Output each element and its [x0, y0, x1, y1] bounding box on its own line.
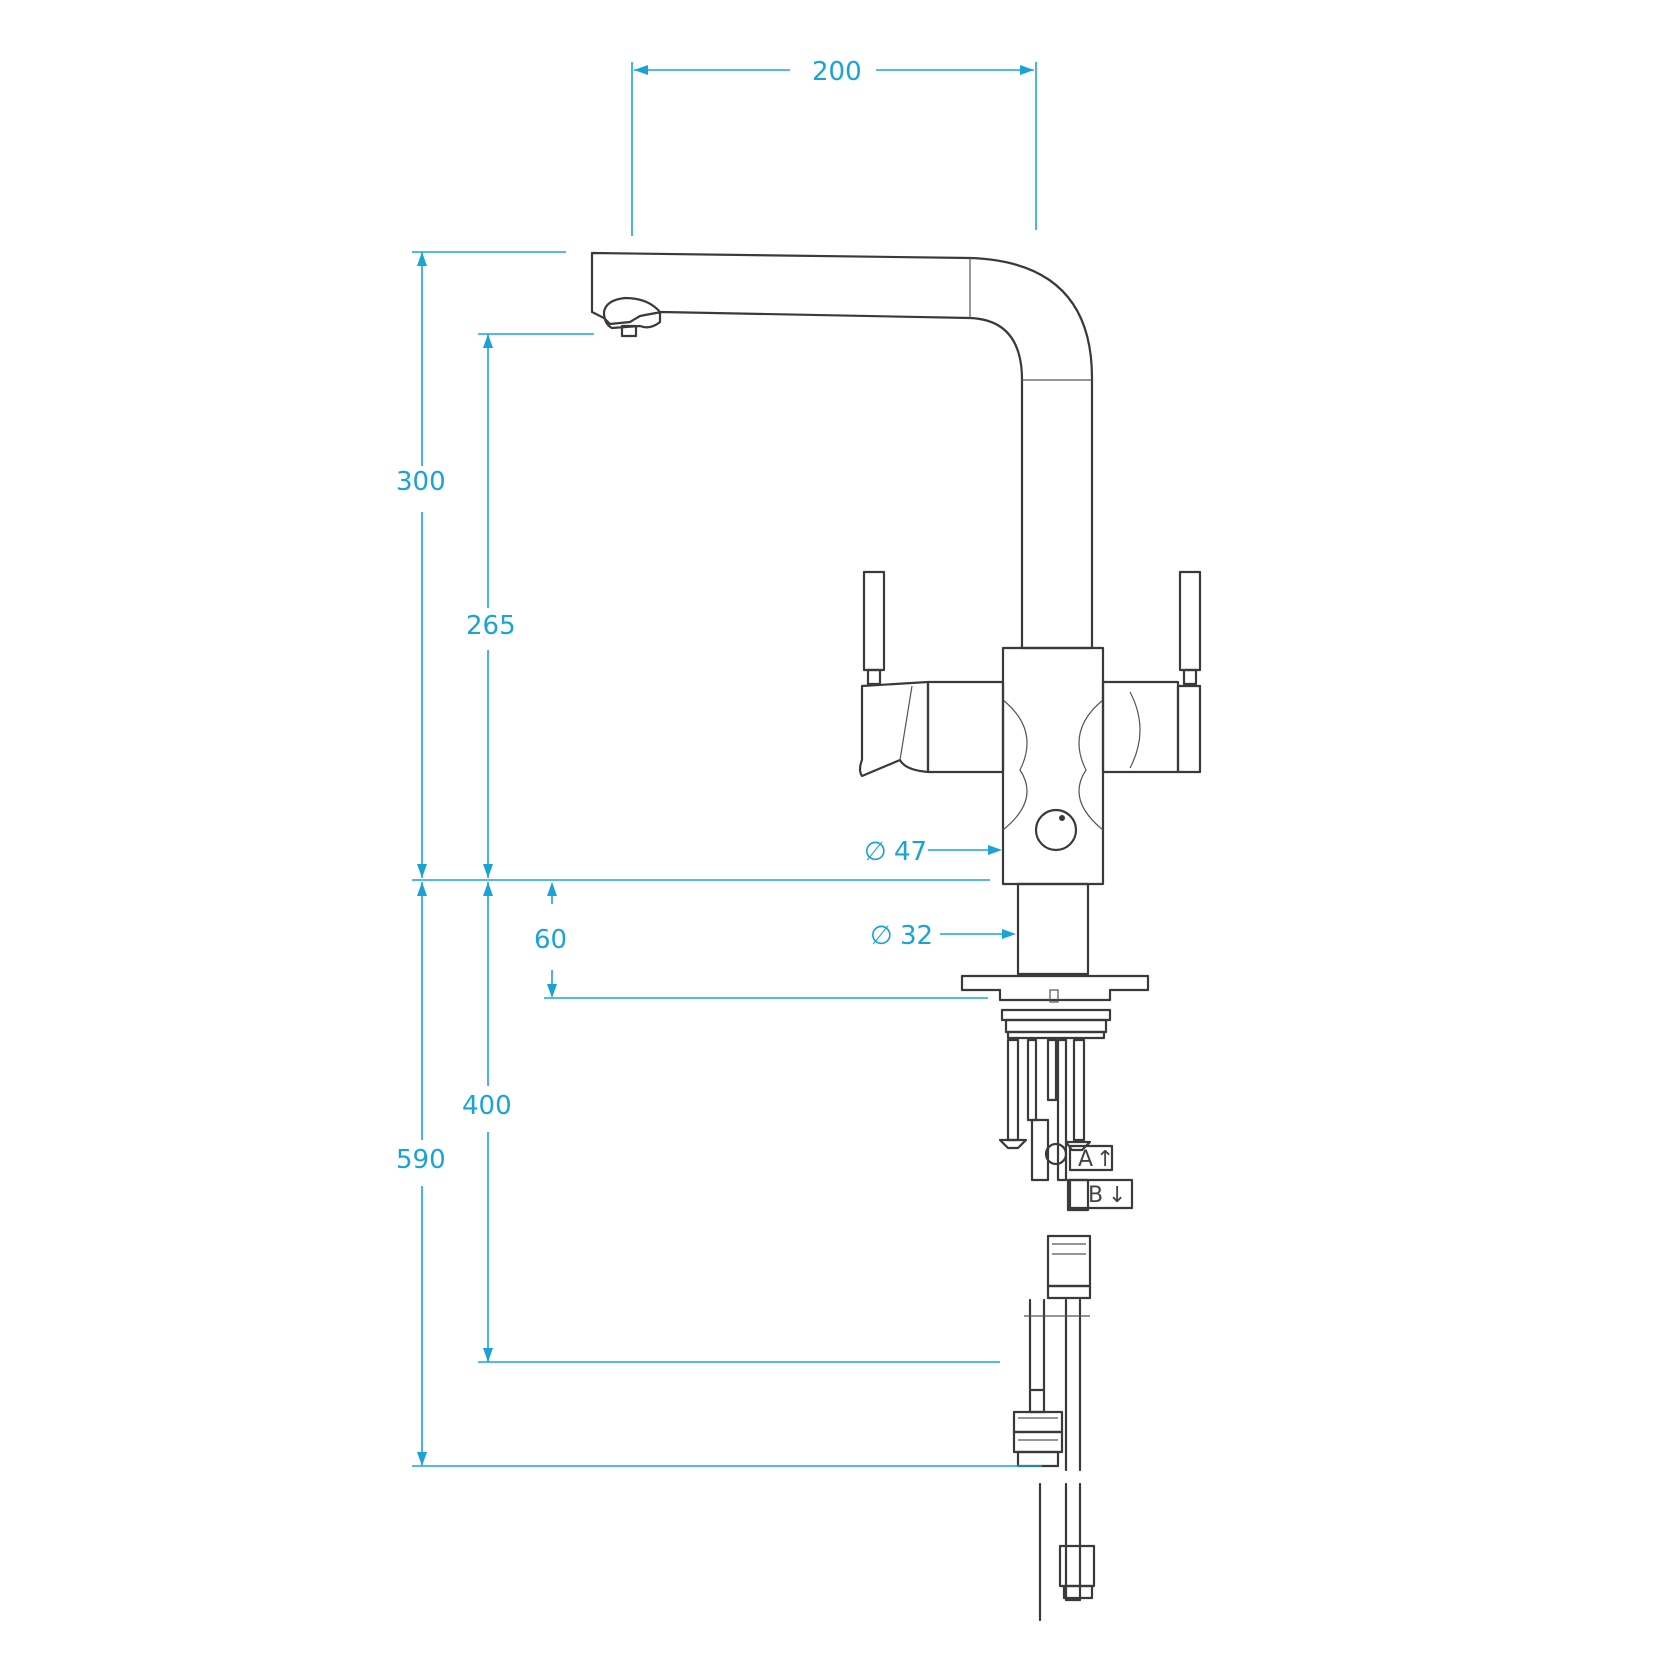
port-b-arrow: ↓: [1108, 1183, 1126, 1208]
spout: [590, 251, 1094, 650]
dim-deck-depth: 60: [534, 925, 567, 955]
indicator-knob: [1034, 808, 1078, 852]
stem: [1016, 882, 1090, 976]
dim-total-height: 300: [396, 467, 446, 497]
dim-body-diameter-symbol: ∅: [864, 837, 887, 867]
faucet-outline: A ↑ B ↓: [590, 251, 1202, 1622]
left-arm: [926, 680, 1005, 774]
dim-spout-reach: 200: [812, 57, 862, 87]
aerator: [602, 296, 662, 330]
dim-total-below-deck: 590: [396, 1145, 446, 1175]
port-b-label: B: [1088, 1183, 1103, 1208]
dim-spout-height: 265: [466, 611, 516, 641]
body-block: [1001, 646, 1105, 886]
dimension-lines: 200 300 265 60 ∅ 47 ∅ 32: [396, 57, 1042, 1467]
deck-plate: [960, 974, 1150, 1002]
port-a-arrow: ↑: [1096, 1147, 1114, 1172]
dim-stem-diameter-symbol: ∅: [870, 921, 893, 951]
left-lever: [862, 570, 886, 672]
port-a-label: A: [1078, 1147, 1093, 1172]
left-handle-cylinder: [858, 680, 930, 778]
right-lever: [1178, 570, 1202, 672]
dim-body-diameter: 47: [894, 837, 927, 867]
right-handle-cylinder: [1176, 684, 1202, 774]
dim-hose-length: 400: [462, 1091, 512, 1121]
dim-stem-diameter: 32: [900, 921, 933, 951]
